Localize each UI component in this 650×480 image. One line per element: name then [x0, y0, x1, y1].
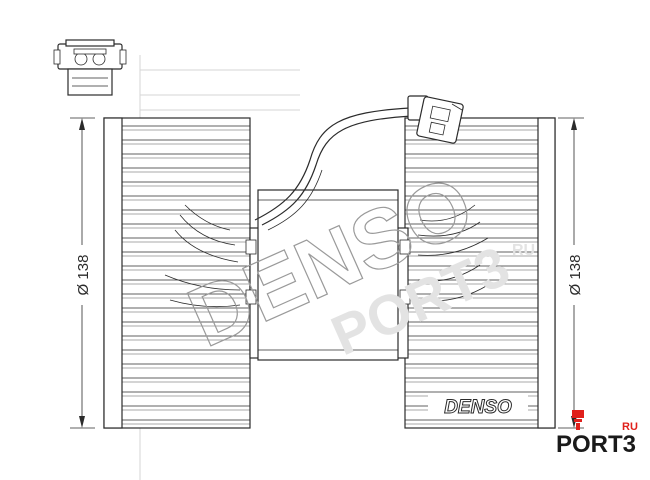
- right-dimension: Ø 138: [558, 117, 584, 429]
- wire-harness: [254, 95, 464, 231]
- connector-detail: [53, 39, 127, 96]
- left-diameter-label: Ø 138: [75, 255, 92, 296]
- left-dimension: Ø 138: [70, 117, 95, 429]
- logo-suffix: RU: [622, 421, 638, 433]
- watermark-suffix: RU: [512, 242, 535, 259]
- motor-housing: [245, 189, 411, 361]
- housing-brand-badge: DENSO: [428, 394, 528, 419]
- right-fan-wheel: [404, 117, 556, 429]
- piston-icon: [572, 410, 584, 430]
- logo-name: PORT3: [556, 431, 636, 458]
- housing-brand-label: DENSO: [444, 397, 512, 418]
- right-diameter-label: Ø 138: [567, 255, 584, 296]
- left-fan-wheel: [103, 117, 251, 429]
- port3-logo: PORT3 RU: [556, 410, 638, 458]
